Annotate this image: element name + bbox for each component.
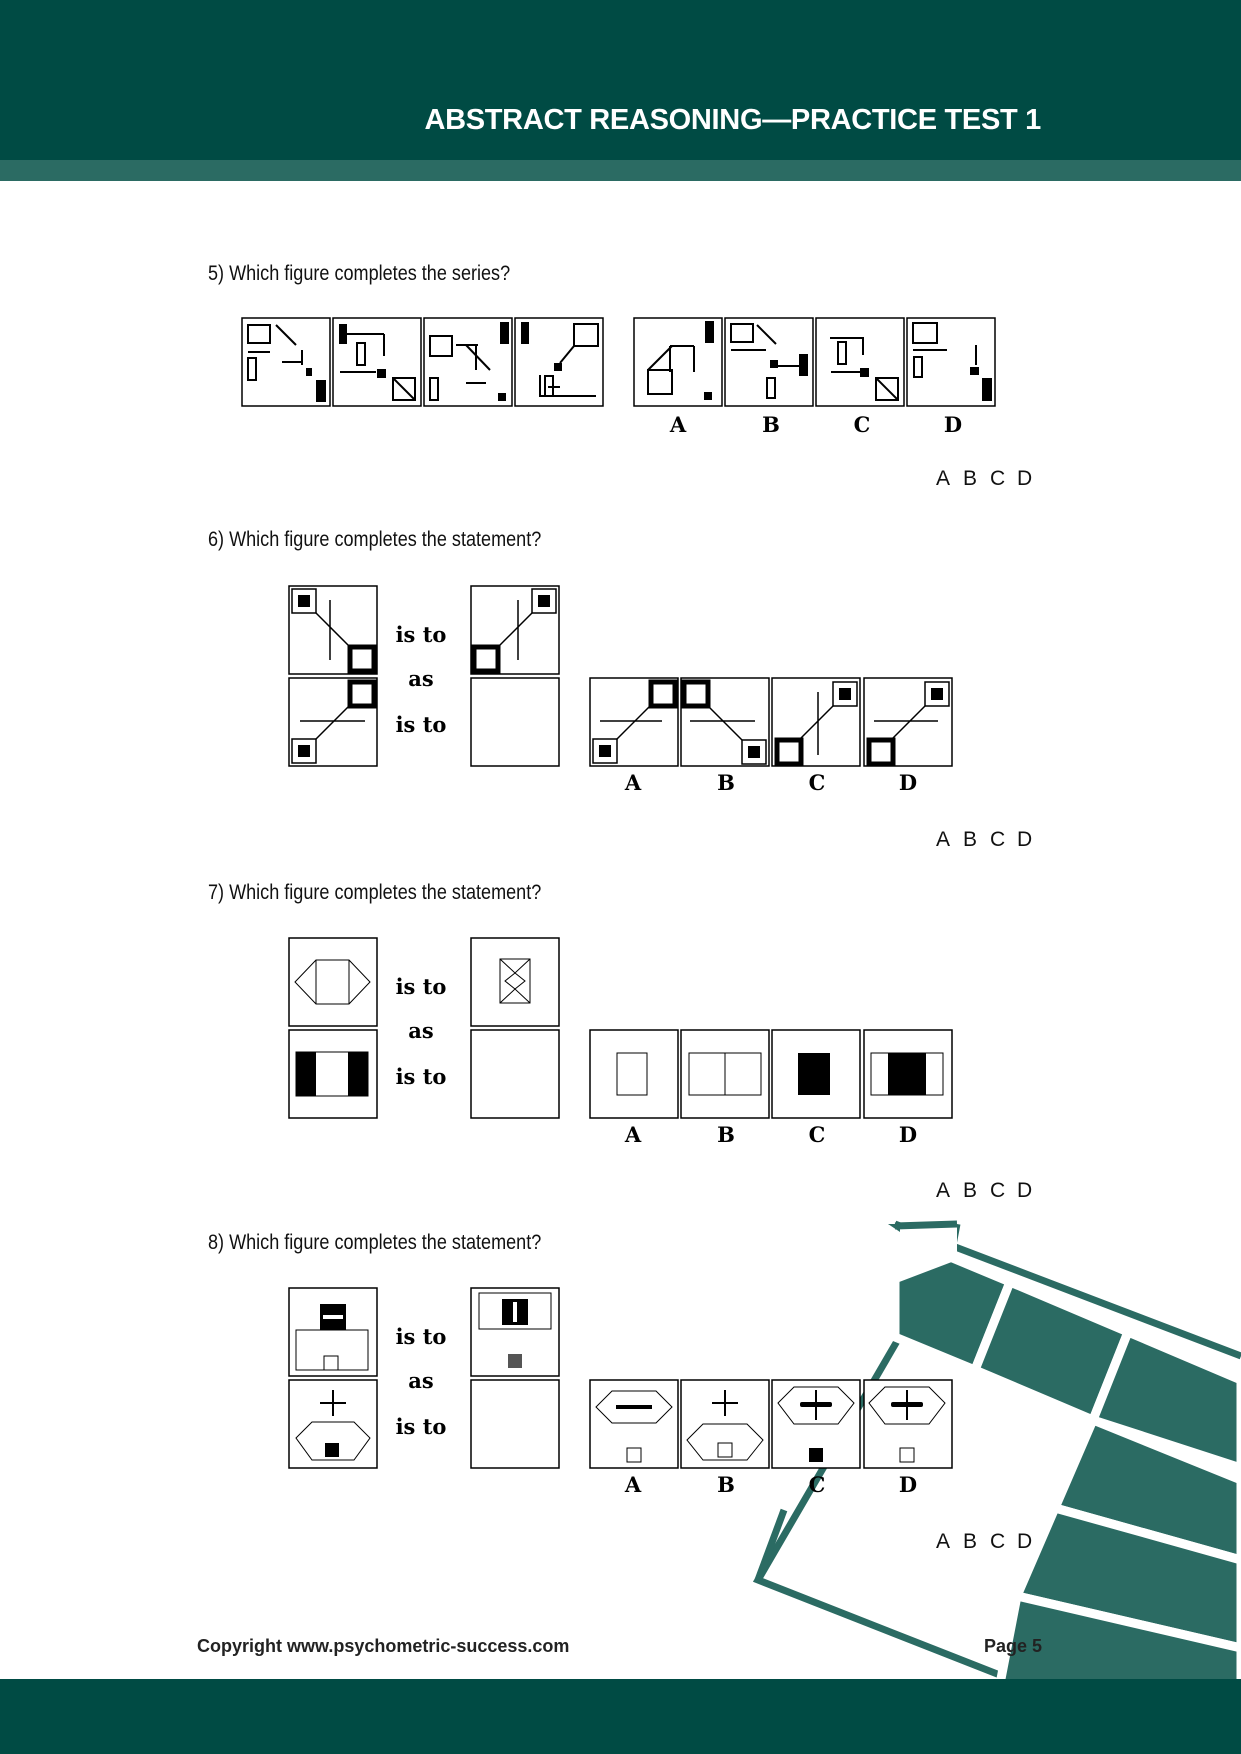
page-footer-band: [0, 1679, 1241, 1754]
q5-option-label-c: C: [854, 412, 871, 437]
q5-answer-c[interactable]: C: [990, 467, 1006, 490]
q7-answer-b[interactable]: B: [963, 1179, 978, 1202]
q5-answer-a[interactable]: A: [936, 467, 951, 490]
q6-relation-is-to-2: is to: [396, 712, 447, 737]
q8-relation-is-to-1: is to: [396, 1324, 447, 1349]
q8-option-label-b: B: [717, 1472, 735, 1497]
q7-option-label-b: B: [717, 1122, 735, 1147]
q5-option-d-box: [906, 317, 996, 407]
q5-answer-d[interactable]: D: [1017, 467, 1033, 490]
q5-option-b-box: [724, 317, 814, 407]
q7-relation-is-to-1: is to: [396, 974, 447, 999]
q8-relation-as: as: [408, 1368, 433, 1393]
q8-answer-d[interactable]: D: [1017, 1530, 1033, 1553]
q5-series-box-2: [332, 317, 422, 407]
q8-option-label-a: A: [624, 1472, 642, 1497]
q7-answer-d[interactable]: D: [1017, 1179, 1033, 1202]
q6-answer-c[interactable]: C: [990, 828, 1006, 851]
q6-answer-b[interactable]: B: [963, 828, 978, 851]
q6-option-label-b: B: [717, 770, 735, 795]
q7-answer-a[interactable]: A: [936, 1179, 951, 1202]
q7-option-label-c: C: [809, 1122, 826, 1147]
q7-relation-as: as: [408, 1018, 433, 1043]
header-stripe: [0, 160, 1241, 181]
q8-answer-b[interactable]: B: [963, 1530, 978, 1553]
q8-answer-c[interactable]: C: [990, 1530, 1006, 1553]
page-header: [0, 0, 1241, 162]
q5-option-label-b: B: [762, 412, 780, 437]
q5-series-box-4: [514, 317, 604, 407]
q5-series-box-1: [241, 317, 331, 407]
question-7-text: 7) Which figure completes the statement?: [208, 881, 542, 904]
q5-option-label-d: D: [944, 412, 962, 437]
copyright-text: Copyright www.psychometric-success.com: [197, 1636, 570, 1656]
q7-option-label-d: D: [899, 1122, 917, 1147]
q7-relation-is-to-2: is to: [396, 1064, 447, 1089]
page-title: ABSTRACT REASONING—PRACTICE TEST 1: [424, 104, 1041, 136]
q6-option-label-c: C: [809, 770, 826, 795]
question-5-text: 5) Which figure completes the series?: [208, 262, 511, 285]
q5-option-c-box: [815, 317, 905, 407]
q6-option-label-d: D: [899, 770, 917, 795]
question-6-text: 6) Which figure completes the statement?: [208, 528, 542, 551]
page-number: Page 5: [984, 1636, 1043, 1656]
q5-series-box-3: [423, 317, 513, 407]
q8-option-label-c: C: [809, 1472, 826, 1497]
q8-answer-a[interactable]: A: [936, 1530, 951, 1553]
q5-answer-b[interactable]: B: [963, 467, 978, 490]
q6-relation-is-to-1: is to: [396, 622, 447, 647]
q7-answer-c[interactable]: C: [990, 1179, 1006, 1202]
q7-option-label-a: A: [624, 1122, 642, 1147]
question-8-text: 8) Which figure completes the statement?: [208, 1231, 542, 1254]
q8-option-label-d: D: [899, 1472, 917, 1497]
q6-option-label-a: A: [624, 770, 642, 795]
q6-relation-as: as: [408, 666, 433, 691]
q5-option-label-a: A: [669, 412, 687, 437]
q5-option-a-box: [633, 317, 723, 407]
q6-answer-d[interactable]: D: [1017, 828, 1033, 851]
q6-answer-a[interactable]: A: [936, 828, 951, 851]
q8-relation-is-to-2: is to: [396, 1414, 447, 1439]
